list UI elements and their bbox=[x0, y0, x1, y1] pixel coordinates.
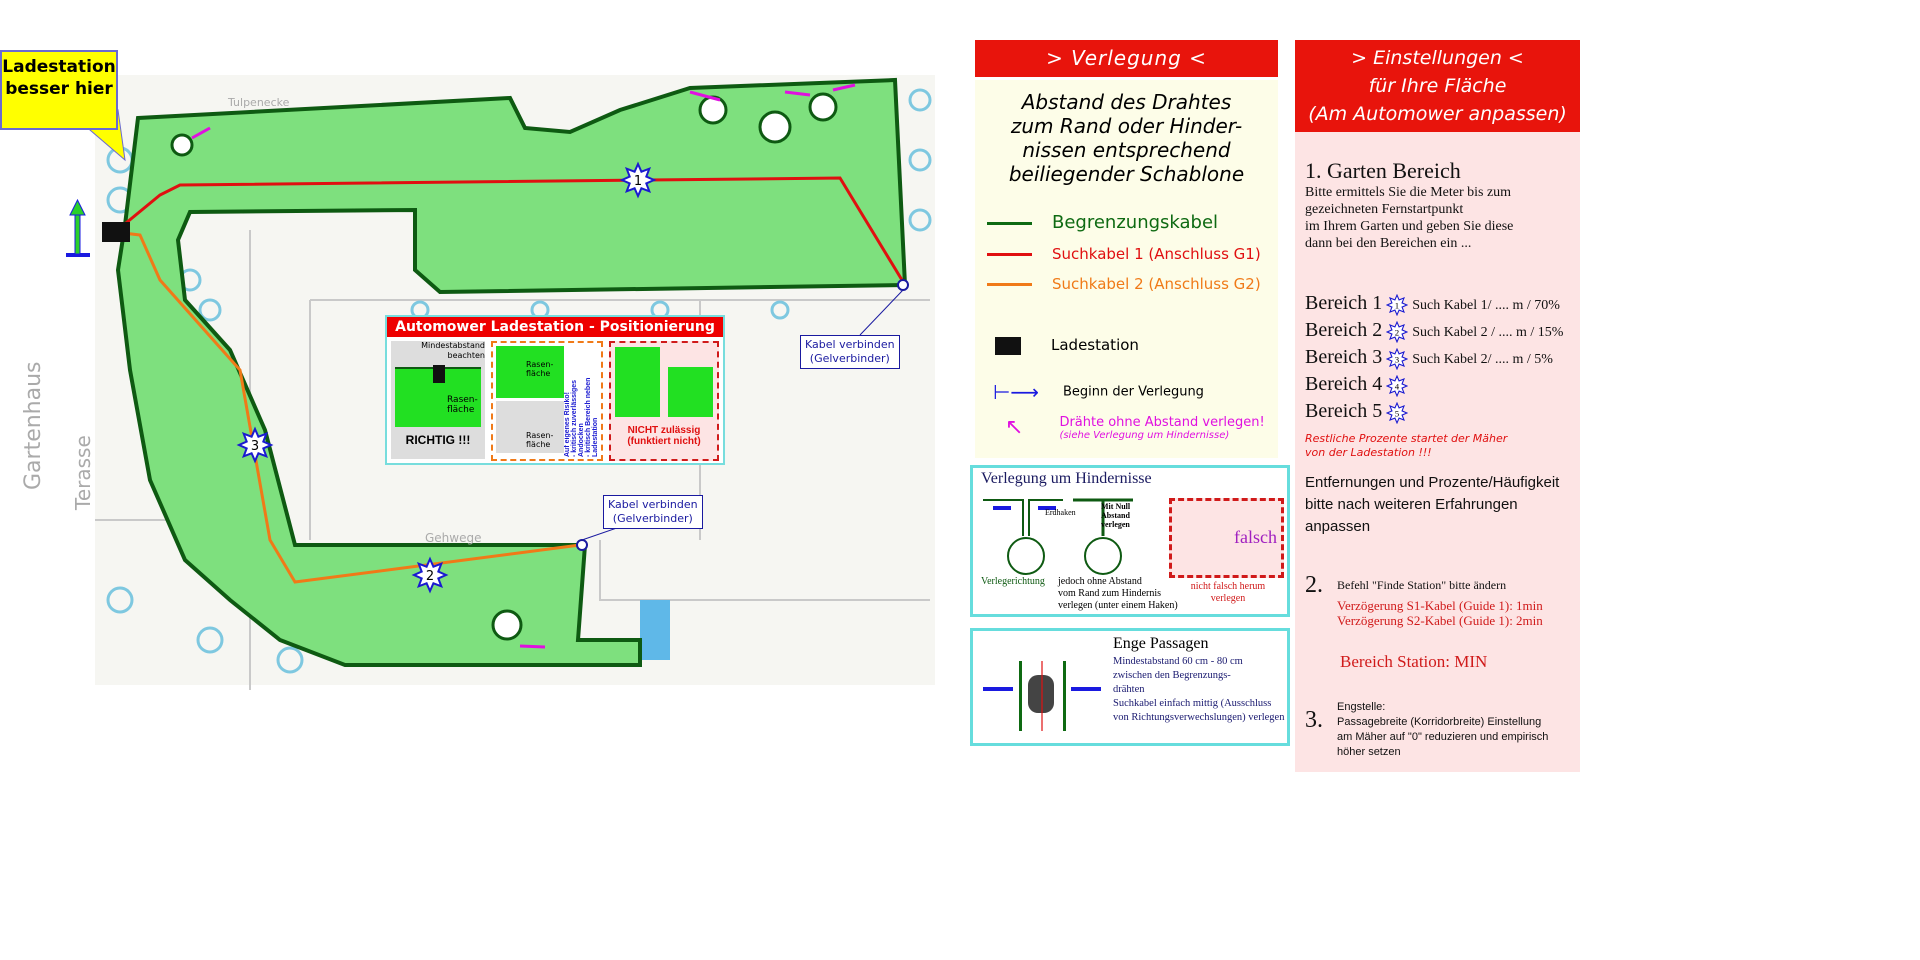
station-box-title: Automower Ladestation - Positionierung bbox=[387, 317, 723, 337]
area-row: Bereich 3 3 Such Kabel 2/ .... m / 5% bbox=[1305, 346, 1563, 373]
not-allowed-label: NICHT zulässig(funktiert nicht) bbox=[627, 425, 701, 447]
svg-text:1: 1 bbox=[1395, 301, 1399, 311]
area-stars: 1 2 3 bbox=[236, 161, 657, 594]
callout-station-here: Ladestation besser hier bbox=[0, 50, 118, 130]
connector-dot-1 bbox=[897, 279, 909, 291]
sketch-label-terasse: Terasse bbox=[71, 435, 95, 511]
start-arrow-icon bbox=[66, 198, 90, 257]
area-list: Bereich 1 1 Such Kabel 1/ .... m / 70%Be… bbox=[1305, 292, 1563, 427]
area-label: Bereich 4 bbox=[1305, 373, 1383, 395]
legend-guide1: Suchkabel 1 (Anschluss G1) bbox=[975, 245, 1261, 263]
area-info: Such Kabel 1/ .... m / 70% bbox=[1412, 298, 1560, 313]
charging-station bbox=[102, 222, 130, 242]
area-star-2: 2 bbox=[411, 556, 449, 594]
mower-passage-icon bbox=[983, 661, 1103, 731]
guide-wire-1 bbox=[114, 176, 907, 286]
svg-text:2: 2 bbox=[1395, 328, 1399, 338]
star-icon: 4 bbox=[1386, 375, 1409, 398]
risk-text: Auf eigenes Risiko!- kritisch zuverlässi… bbox=[564, 377, 599, 457]
area-row: Bereich 1 1 Such Kabel 1/ .... m / 70% bbox=[1305, 292, 1563, 319]
risk-panel: Rasen-fläche Rasen-fläche Auf eigenes Ri… bbox=[491, 341, 603, 461]
water bbox=[640, 600, 670, 660]
connector-dot-2 bbox=[576, 539, 588, 551]
wrong-panel: falsch bbox=[1169, 498, 1284, 578]
connector-line-1 bbox=[859, 289, 904, 336]
area-label: Bereich 1 bbox=[1305, 292, 1383, 314]
area-label: Bereich 5 bbox=[1305, 400, 1383, 422]
svg-text:2: 2 bbox=[426, 569, 434, 584]
svg-text:3: 3 bbox=[1395, 355, 1400, 365]
lawn-area bbox=[115, 77, 908, 667]
star-icon: 2 bbox=[1386, 321, 1409, 344]
connector-label-2: Kabel verbinden(Gelverbinder) bbox=[603, 495, 703, 529]
legend-boundary: Begrenzungskabel bbox=[975, 212, 1218, 233]
settings-panel: 1. Garten Bereich Bitte ermittels Sie di… bbox=[1295, 132, 1580, 772]
svg-text:5: 5 bbox=[1395, 409, 1400, 419]
sketch-bushes bbox=[106, 88, 932, 674]
area-row: Bereich 4 4 bbox=[1305, 373, 1563, 400]
sketch-label-gartenhaus: Gartenhaus bbox=[21, 361, 46, 490]
garden-map: 1 2 3 Gartenhaus Terasse Gehwege Tulpeneck… bbox=[21, 75, 935, 690]
svg-text:3: 3 bbox=[251, 439, 259, 454]
connector-label-1: Kabel verbinden(Gelverbinder) bbox=[800, 335, 900, 369]
legend-guide2: Suchkabel 2 (Anschluss G2) bbox=[975, 275, 1261, 293]
obstacles-box: Verlegung um Hindernisse Verlegerichtung… bbox=[970, 465, 1290, 617]
area-row: Bereich 5 5 bbox=[1305, 400, 1563, 427]
correct-label: RICHTIG !!! bbox=[405, 433, 471, 447]
pink-arrows bbox=[191, 83, 856, 649]
svg-text:1: 1 bbox=[634, 174, 642, 189]
area-row: Bereich 2 2 Such Kabel 2 / .... m / 15% bbox=[1305, 319, 1563, 346]
legend-station: Ladestation bbox=[975, 336, 1139, 355]
area-info: Such Kabel 2/ .... m / 5% bbox=[1412, 352, 1553, 367]
settings-header: > Einstellungen <für Ihre Fläche(Am Auto… bbox=[1295, 40, 1580, 132]
start-arrow-icon: ⊢⟶ bbox=[993, 380, 1040, 404]
sketch-label-tulpenecke: Tulpenecke bbox=[227, 96, 290, 109]
verlegung-header: > Verlegung < bbox=[975, 40, 1278, 77]
guide-wire-2 bbox=[114, 230, 581, 584]
area-info: Such Kabel 2 / .... m / 15% bbox=[1412, 325, 1564, 340]
legend-start: ⊢⟶Beginn der Verlegung bbox=[993, 380, 1204, 404]
star-icon: 1 bbox=[1386, 294, 1409, 317]
not-allowed-panel: NICHT zulässig(funktiert nicht) bbox=[609, 341, 719, 461]
area-label: Bereich 3 bbox=[1305, 346, 1383, 368]
pink-arrow-icon: ↖ bbox=[1005, 415, 1024, 440]
area-star-3: 3 bbox=[236, 426, 274, 464]
sketch-label-gehwege: Gehwege bbox=[425, 531, 481, 545]
obstacle-diagram bbox=[983, 498, 1133, 575]
star-icon: 3 bbox=[1386, 348, 1409, 371]
svg-text:4: 4 bbox=[1395, 382, 1400, 392]
area-label: Bereich 2 bbox=[1305, 319, 1383, 341]
legend-pink: ↖Drähte ohne Abstand verlegen!(siehe Ver… bbox=[1005, 415, 1265, 441]
area-star-1: 1 bbox=[619, 161, 657, 199]
star-icon: 5 bbox=[1386, 402, 1409, 425]
narrow-passages-box: Enge Passagen Mindestabstand 60 cm - 80 … bbox=[970, 628, 1290, 746]
station-positioning-box: Automower Ladestation - Positionierung M… bbox=[385, 315, 725, 465]
